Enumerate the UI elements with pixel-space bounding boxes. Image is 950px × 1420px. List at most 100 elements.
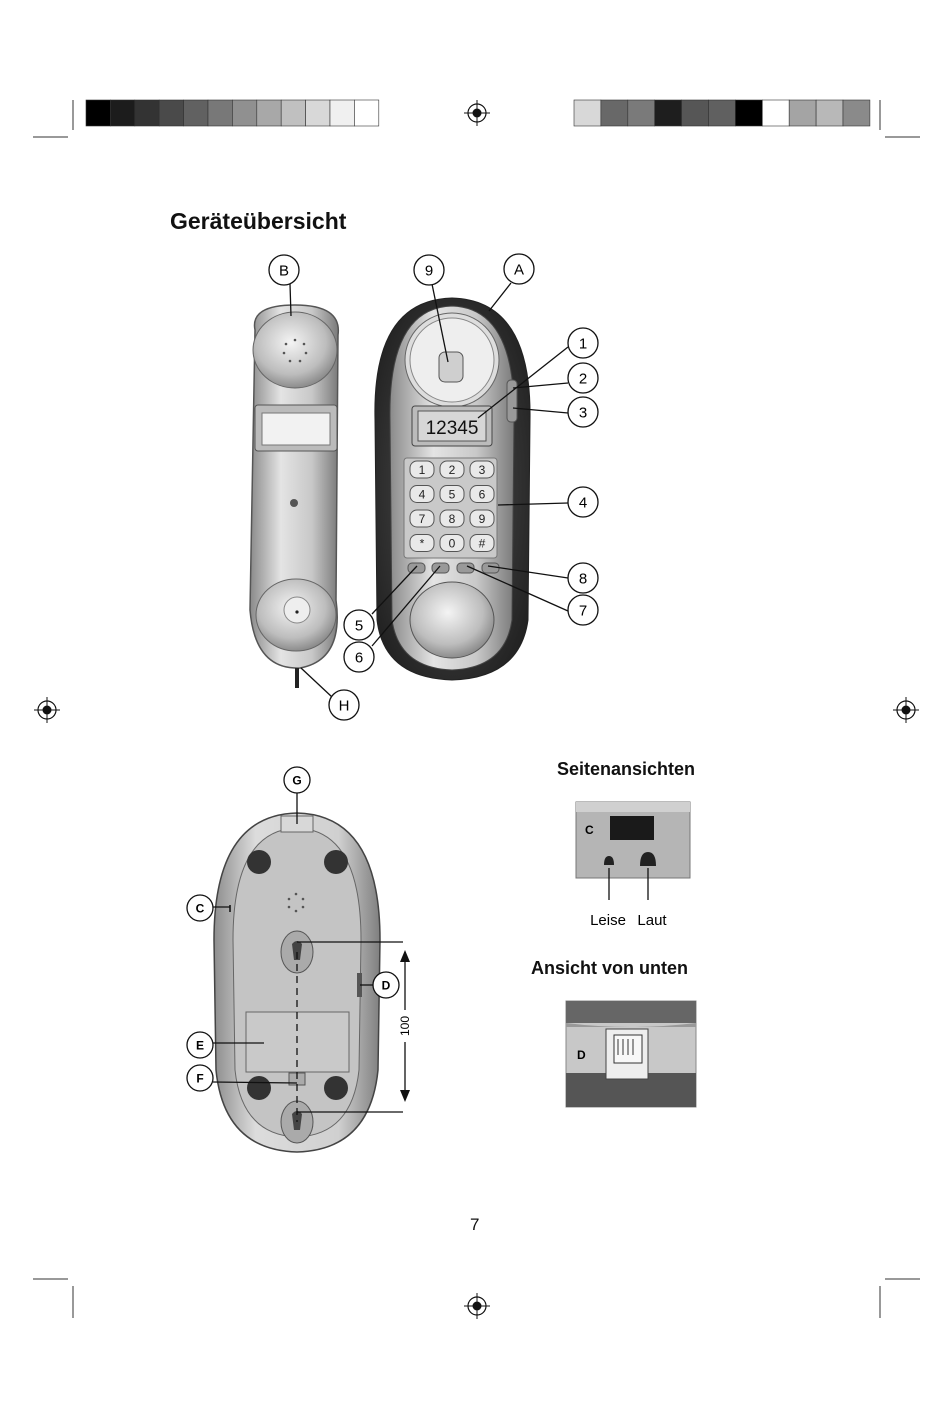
registration-target-icon bbox=[34, 697, 60, 723]
callout-g: G bbox=[283, 766, 311, 794]
callout-leaders bbox=[289, 282, 569, 698]
handset bbox=[249, 304, 340, 688]
keypad-key-label: 5 bbox=[449, 488, 456, 502]
keypad-key: 4 bbox=[409, 485, 435, 503]
color-swatch bbox=[842, 99, 871, 127]
bottom-view-heading: Ansicht von unten bbox=[531, 958, 688, 978]
side-view-label: C bbox=[585, 823, 594, 837]
callout-7: 7 bbox=[567, 594, 599, 626]
callout-a: A bbox=[503, 253, 535, 285]
earpiece-holes-icon bbox=[282, 338, 308, 363]
keypad-key-label: 9 bbox=[479, 512, 486, 526]
keypad-key: 6 bbox=[469, 485, 495, 503]
callout-f: F bbox=[186, 1064, 214, 1092]
registration-target-icon bbox=[464, 100, 490, 126]
color-bar-left bbox=[85, 99, 380, 127]
color-swatch bbox=[232, 99, 258, 127]
callout-label: C bbox=[196, 901, 205, 915]
registration-target-icon bbox=[464, 1293, 490, 1319]
dimension-label: 100 bbox=[398, 1016, 412, 1036]
loud-bell-icon bbox=[640, 852, 656, 866]
callout-label: A bbox=[514, 261, 524, 278]
callout-label: 7 bbox=[579, 602, 587, 619]
keypad-key-label: 7 bbox=[419, 512, 426, 526]
color-swatch bbox=[110, 99, 136, 127]
callout-label: 2 bbox=[579, 370, 587, 387]
callout-4: 4 bbox=[567, 486, 599, 518]
callout-d: D bbox=[372, 971, 400, 999]
color-swatch bbox=[708, 99, 736, 127]
page-heading: Geräteübersicht bbox=[170, 208, 347, 234]
callout-h: H bbox=[328, 689, 360, 721]
keypad-key: 2 bbox=[439, 460, 465, 479]
page-number: 7 bbox=[470, 1215, 480, 1234]
keypad-key-label: 3 bbox=[479, 463, 486, 477]
keypad-key: 8 bbox=[439, 509, 465, 528]
quiet-bell-icon bbox=[604, 856, 614, 865]
callout-2: 2 bbox=[567, 362, 599, 394]
callout-label: 4 bbox=[579, 494, 587, 511]
bottom-view-label: D bbox=[577, 1048, 586, 1062]
keypad-key: 5 bbox=[439, 485, 465, 503]
keypad-key-label: # bbox=[479, 537, 486, 551]
color-swatch bbox=[654, 99, 682, 127]
lcd-display: 12345 bbox=[426, 418, 479, 439]
speaker-holes-icon bbox=[287, 892, 305, 913]
keypad-key-label: 6 bbox=[479, 488, 486, 502]
dimension-arrow bbox=[396, 950, 414, 1102]
callout-5: 5 bbox=[343, 609, 375, 641]
callout-3: 3 bbox=[567, 396, 599, 428]
callout-label: 8 bbox=[579, 570, 587, 587]
quiet-label: Leise bbox=[590, 912, 626, 929]
keypad-key-label: * bbox=[420, 537, 425, 551]
callout-label: B bbox=[279, 262, 289, 279]
color-swatch bbox=[681, 99, 709, 127]
callout-9: 9 bbox=[413, 254, 445, 286]
callout-6: 6 bbox=[343, 641, 375, 673]
color-swatch bbox=[134, 99, 160, 127]
color-swatch bbox=[256, 99, 282, 127]
keypad-key: 1 bbox=[409, 460, 435, 479]
callout-e: E bbox=[186, 1031, 214, 1059]
crop-marks bbox=[33, 100, 920, 1318]
keypad-key-label: 0 bbox=[449, 537, 456, 551]
callouts-bottom: G C D E F bbox=[186, 766, 400, 1092]
color-swatch bbox=[761, 99, 790, 127]
color-swatch bbox=[207, 99, 233, 127]
side-views-heading: Seitenansichten bbox=[557, 759, 696, 779]
callout-label: E bbox=[196, 1038, 204, 1052]
callout-c: C bbox=[186, 894, 214, 922]
rear-view-illustration: 100 G C D E F bbox=[186, 766, 414, 1153]
callout-label: 3 bbox=[579, 404, 587, 421]
callout-label: D bbox=[382, 978, 391, 992]
keypad-key-label: 8 bbox=[449, 512, 456, 526]
callout-label: 5 bbox=[355, 617, 363, 634]
color-swatch bbox=[600, 99, 629, 127]
callout-label: F bbox=[196, 1071, 203, 1085]
keypad-key: 7 bbox=[409, 509, 435, 528]
callout-label: 1 bbox=[579, 335, 587, 352]
keypad-key-label: 4 bbox=[419, 488, 426, 502]
color-swatch bbox=[280, 99, 306, 127]
bottom-view-photo: D bbox=[565, 1000, 697, 1108]
color-swatch bbox=[305, 99, 331, 127]
color-swatch bbox=[788, 99, 817, 127]
callout-label: 6 bbox=[355, 649, 363, 666]
keypad-key: * bbox=[409, 534, 435, 552]
color-bar-right bbox=[573, 99, 871, 127]
color-swatch bbox=[85, 99, 111, 127]
color-swatch bbox=[354, 99, 380, 127]
callout-1: 1 bbox=[567, 327, 599, 359]
callout-b: B bbox=[268, 254, 300, 286]
color-swatch bbox=[735, 99, 763, 127]
color-swatch bbox=[573, 99, 602, 127]
keypad-key: 0 bbox=[439, 534, 465, 552]
callout-label: H bbox=[339, 697, 350, 714]
keypad-key: 3 bbox=[469, 460, 495, 479]
callout-label: G bbox=[292, 773, 301, 787]
keypad-key-label: 1 bbox=[419, 463, 426, 477]
